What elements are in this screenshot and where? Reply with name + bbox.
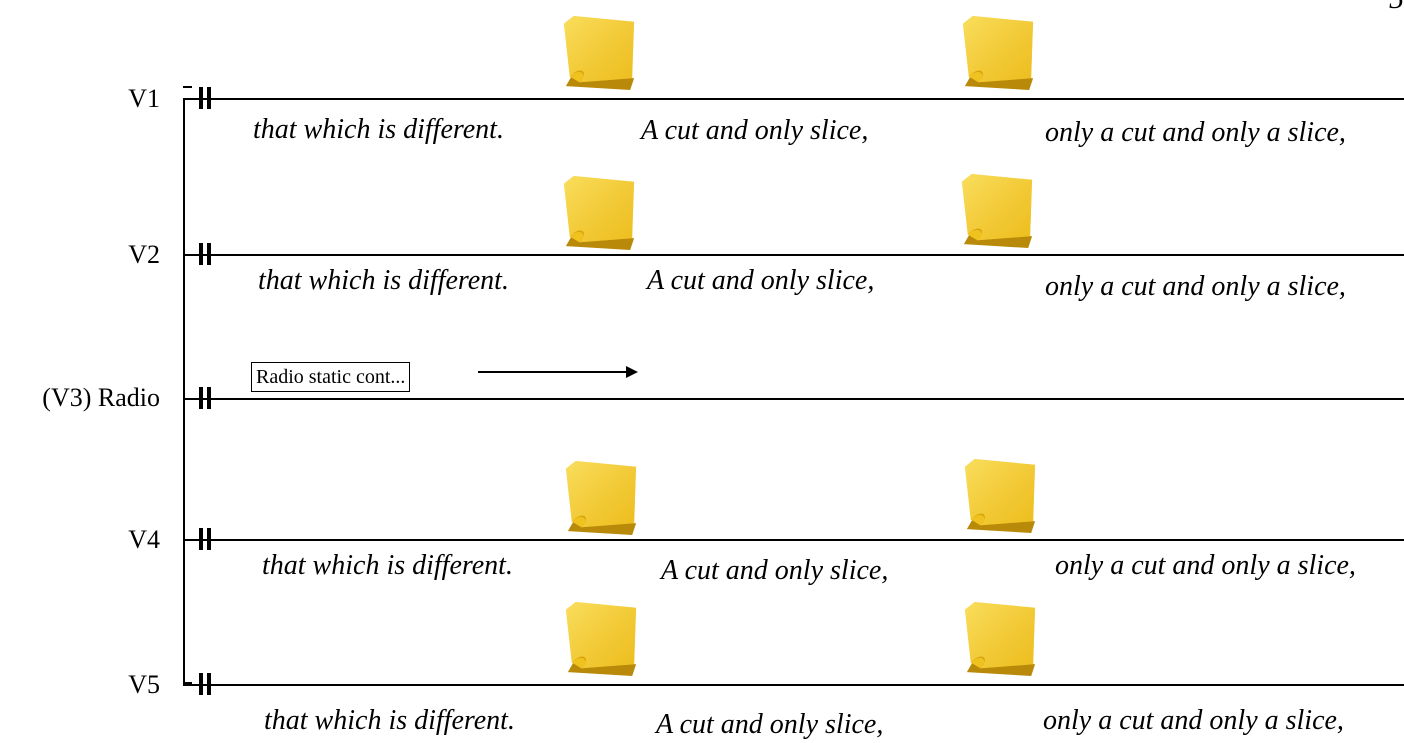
lyric: only a cut and only a slice, (1045, 117, 1346, 148)
double-barline (199, 673, 203, 695)
sticky-note-icon (560, 174, 638, 250)
lyric: only a cut and only a slice, (1043, 705, 1344, 736)
sticky-note-icon (961, 600, 1039, 676)
lyric: A cut and only slice, (647, 265, 875, 296)
lyric: A cut and only slice, (656, 709, 884, 740)
sticky-note-icon (562, 600, 640, 676)
sticky-note-icon (562, 459, 640, 535)
voice-label-v2: V2 (128, 240, 160, 269)
lyric: A cut and only slice, (661, 555, 889, 586)
staff-line-v4 (183, 539, 1404, 541)
voice-label-v1: V1 (128, 84, 160, 113)
double-barline (199, 87, 203, 109)
double-barline (199, 528, 203, 550)
staff-start-tick (183, 86, 192, 88)
arrow-right-icon (478, 366, 638, 378)
voice-label-v5: V5 (128, 670, 160, 699)
lyric: only a cut and only a slice, (1055, 550, 1356, 581)
lyric: A cut and only slice, (641, 115, 869, 146)
page-number: 5 (1389, 0, 1404, 16)
voice-label-radio: (V3) Radio (42, 383, 160, 412)
lyric: that which is different. (264, 705, 515, 736)
double-barline (207, 243, 211, 265)
radio-cue-box: Radio static cont... (251, 362, 411, 392)
double-barline (207, 387, 211, 409)
lyric: that which is different. (258, 265, 509, 296)
staff-start-tick (183, 682, 192, 684)
lyric: only a cut and only a slice, (1045, 271, 1346, 302)
double-barline (207, 528, 211, 550)
sticky-note-icon (961, 457, 1039, 533)
double-barline (199, 243, 203, 265)
double-barline (207, 87, 211, 109)
lyric: that which is different. (262, 550, 513, 581)
double-barline (199, 387, 203, 409)
staff-line-v2 (183, 254, 1404, 256)
staff-line-v5 (183, 684, 1404, 686)
staff-line-radio (183, 398, 1404, 400)
lyric: that which is different. (253, 114, 504, 145)
sticky-note-icon (958, 172, 1036, 248)
staff-line-v1 (183, 98, 1404, 100)
system-bracket (183, 98, 185, 683)
voice-label-v4: V4 (128, 525, 160, 554)
sticky-note-icon (959, 14, 1037, 90)
double-barline (207, 673, 211, 695)
sticky-note-icon (560, 14, 638, 90)
